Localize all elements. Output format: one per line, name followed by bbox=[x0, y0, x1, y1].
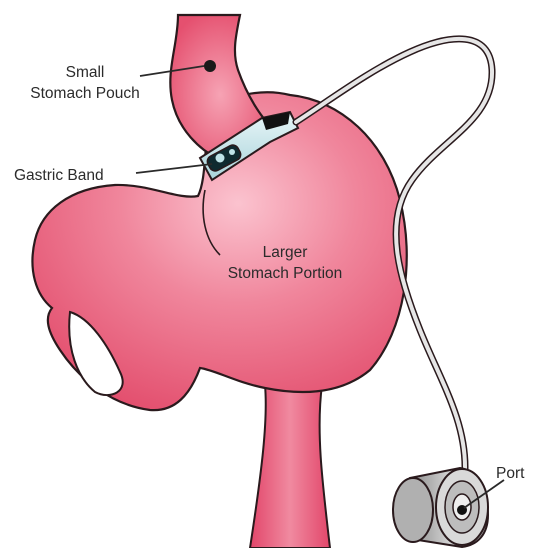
label-larger-portion-line2: Stomach Portion bbox=[200, 263, 370, 284]
label-larger-stomach-portion: Larger Stomach Portion bbox=[200, 242, 370, 284]
label-larger-portion-line1: Larger bbox=[200, 242, 370, 263]
label-small-stomach-pouch: Small Stomach Pouch bbox=[10, 62, 160, 104]
label-gastric-band: Gastric Band bbox=[14, 165, 104, 186]
duodenum bbox=[250, 385, 330, 548]
label-small-pouch-line1: Small bbox=[10, 62, 160, 83]
label-port: Port bbox=[496, 463, 524, 484]
leader-gastric-band bbox=[136, 164, 212, 173]
pouch-marker bbox=[204, 60, 216, 72]
port bbox=[393, 468, 488, 547]
label-small-pouch-line2: Stomach Pouch bbox=[10, 83, 160, 104]
